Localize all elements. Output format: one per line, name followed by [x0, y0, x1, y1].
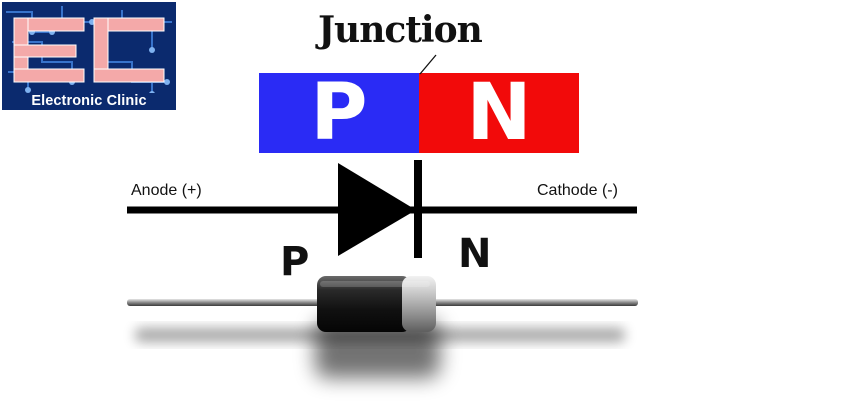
junction-pointer-line: [419, 54, 437, 75]
junction-label: Junction: [318, 9, 483, 51]
anode-lead: [127, 299, 322, 306]
diode-body: [317, 276, 411, 332]
bottom-n-label: N: [458, 231, 492, 277]
bottom-p-label: P: [280, 239, 310, 285]
cathode-lead: [432, 299, 638, 306]
p-region-letter: P: [310, 68, 368, 158]
anode-triangle: [338, 163, 416, 256]
n-region-block: N: [419, 73, 579, 153]
n-region-letter: N: [466, 68, 532, 158]
cathode-band: [402, 276, 436, 332]
cathode-label: Cathode (-): [537, 182, 618, 199]
body-highlight: [320, 281, 430, 287]
electronic-clinic-logo: Electronic Clinic: [2, 2, 176, 110]
body-shadow: [315, 320, 440, 378]
logo-text: Electronic Clinic: [2, 93, 176, 110]
anode-label: Anode (+): [131, 182, 202, 199]
p-region-block: P: [259, 73, 419, 153]
